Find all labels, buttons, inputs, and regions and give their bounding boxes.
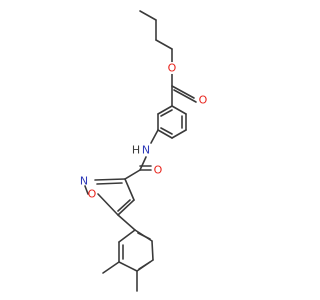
bond-lines	[84, 10, 197, 292]
bond	[171, 85, 195, 99]
isoxazole-oxygen-label: O	[88, 188, 97, 201]
atom-label-amide-carbonyl-o: O	[152, 164, 164, 177]
bond	[160, 109, 173, 117]
atom-label-isoxazole-n: N	[80, 175, 88, 188]
ester-ether-oxygen-label: O	[168, 62, 177, 75]
isoxazole-nitrogen-label: N	[80, 175, 88, 188]
bond	[102, 261, 120, 274]
bond	[124, 169, 141, 180]
bond	[151, 240, 154, 261]
bond	[171, 129, 187, 139]
amide-nitrogen-label: N	[142, 144, 150, 157]
bond	[160, 127, 173, 135]
bond	[155, 39, 173, 50]
atom-label-amide-nh: H N	[132, 144, 150, 157]
bond	[138, 261, 151, 270]
bond	[97, 193, 119, 216]
bond	[84, 185, 89, 195]
bond	[139, 10, 157, 21]
atom-label-ester-ether-o: O	[166, 62, 178, 75]
bond	[96, 182, 123, 185]
amide-carbonyl-oxygen-label: O	[154, 164, 163, 177]
atom-label-ester-carbonyl-o: O	[197, 94, 209, 107]
atom-label-isoxazole-o: O	[88, 188, 97, 201]
bond	[171, 105, 187, 115]
ester-carbonyl-oxygen-label: O	[199, 94, 208, 107]
bond	[118, 229, 136, 243]
amide-hydrogen-label: H	[132, 144, 140, 157]
bond	[157, 129, 173, 139]
bond	[118, 261, 138, 272]
bond	[137, 232, 151, 240]
bond	[94, 178, 126, 181]
molecule-structure-diagram: O O H N O N O	[80, 10, 209, 292]
bond	[117, 214, 136, 231]
bond	[124, 178, 135, 201]
bond	[157, 105, 173, 115]
bond	[117, 199, 135, 216]
bond	[139, 156, 147, 171]
bond	[173, 89, 197, 103]
bond	[117, 199, 131, 212]
bond	[150, 129, 159, 144]
